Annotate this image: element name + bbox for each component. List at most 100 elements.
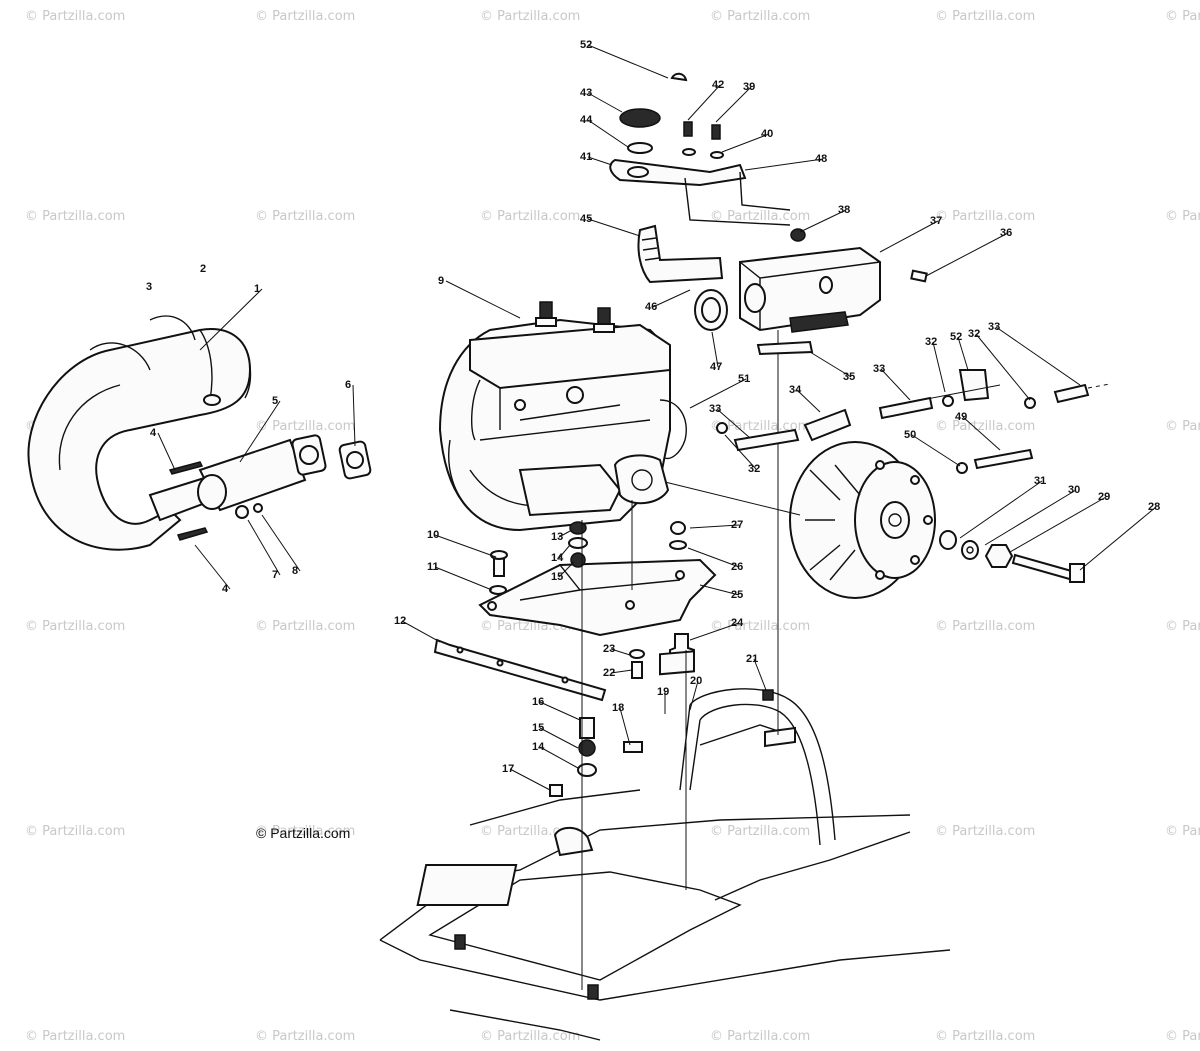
callout-leader-line [558, 529, 573, 538]
watermark-text: © Partzilla.com [1165, 619, 1200, 634]
callout-number-33: 33 [709, 403, 721, 415]
callout-leader-line [587, 92, 623, 113]
callout-leader-line [925, 232, 1009, 277]
callout-number-8: 8 [292, 565, 298, 577]
callout-leader-line [587, 218, 641, 237]
engine-block [438, 301, 687, 532]
callout-leader-line [401, 620, 441, 643]
watermark-text: © Partzilla.com [710, 419, 810, 434]
callout-leader-line [721, 133, 770, 153]
air-silencer [609, 72, 928, 356]
watermark-text: © Partzilla.com [710, 619, 810, 634]
callout-leader-line [995, 326, 1081, 386]
callout-number-25: 25 [731, 589, 743, 601]
callout-number-23: 23 [603, 643, 615, 655]
callout-number-28: 28 [1148, 501, 1160, 513]
callout-leader-line [699, 584, 740, 596]
callout-number-43: 43 [580, 87, 592, 99]
callout-number-7: 7 [272, 569, 278, 581]
callout-number-52: 52 [580, 39, 592, 51]
watermark-text: © Partzilla.com [480, 1029, 580, 1044]
callout-number-10: 10 [427, 529, 439, 541]
callout-number-24: 24 [731, 617, 744, 629]
callout-leader-line [687, 547, 740, 568]
callout-leader-line [199, 288, 263, 351]
callout-leader-line [744, 158, 824, 171]
callout-number-36: 36 [1000, 227, 1012, 239]
watermark-text: © Partzilla.com [710, 824, 810, 839]
callout-leader-line [962, 416, 1001, 451]
callout-number-15: 15 [532, 722, 544, 734]
callout-leader-line [724, 434, 757, 470]
callout-number-45: 45 [580, 213, 592, 225]
watermark-text: © Partzilla.com [710, 1029, 810, 1044]
callout-leader-line [879, 220, 939, 253]
watermark-text: © Partzilla.com [935, 9, 1035, 24]
callout-number-2: 2 [200, 263, 206, 275]
callout-number-20: 20 [690, 675, 702, 687]
callout-number-1: 1 [254, 283, 260, 295]
callout-leader-line [445, 280, 521, 319]
callout-leader-line [689, 622, 740, 641]
callout-number-12: 12 [394, 615, 406, 627]
callout-number-37: 37 [930, 215, 942, 227]
exhaust-muffler [27, 315, 372, 551]
callout-leader-line [587, 156, 613, 166]
callout-number-3: 3 [146, 281, 152, 293]
watermark-text: © Partzilla.com [25, 824, 125, 839]
callout-number-35: 35 [843, 371, 855, 383]
watermark-text: © Partzilla.com [25, 1029, 125, 1044]
callout-number-11: 11 [427, 561, 439, 573]
callout-number-6: 6 [345, 379, 351, 391]
callout-number-50: 50 [904, 429, 916, 441]
watermark-text: © Partzilla.com [1165, 1029, 1200, 1044]
callout-number-19: 19 [657, 686, 669, 698]
callout-leader-line [247, 519, 281, 576]
callout-leader-line [715, 86, 752, 123]
callout-number-47: 47 [710, 361, 722, 373]
chassis-tunnel [379, 789, 951, 1041]
callout-leader-line [911, 434, 961, 467]
callout-leader-line [539, 727, 579, 749]
callout-leader-line [753, 658, 767, 691]
watermark-text: © Partzilla.com [935, 209, 1035, 224]
callout-leader-line [957, 336, 969, 371]
watermark-text: © Partzilla.com [25, 209, 125, 224]
callout-leader-line [352, 384, 356, 447]
callout-number-32: 32 [748, 463, 760, 475]
callout-leader-line [587, 119, 629, 148]
callout-number-18: 18 [612, 702, 624, 714]
callout-number-40: 40 [761, 128, 773, 140]
callout-leader-line [1009, 496, 1107, 553]
callout-number-22: 22 [603, 667, 615, 679]
callout-number-16: 16 [532, 696, 544, 708]
callout-number-13: 13 [551, 531, 563, 543]
callout-leader-line [509, 768, 551, 791]
callout-leader-line [975, 333, 1031, 401]
callout-leader-line [610, 669, 633, 674]
callout-number-4: 4 [222, 583, 229, 595]
callout-number-14: 14 [551, 552, 564, 564]
callout-leader-line [959, 480, 1043, 539]
callout-leader-line [587, 44, 669, 79]
watermark-text: © Partzilla.com [1165, 209, 1200, 224]
callout-number-44: 44 [580, 114, 593, 126]
callout-leader-line [932, 341, 946, 393]
watermark-text: © Partzilla.com [255, 824, 355, 839]
callout-leaders [157, 44, 1157, 791]
watermark-text: © Partzilla.com [255, 209, 355, 224]
callout-leader-line [689, 378, 747, 409]
callout-leader-line [239, 400, 281, 463]
callout-number-34: 34 [789, 384, 802, 396]
callout-number-38: 38 [838, 204, 850, 216]
callout-leader-line [796, 389, 821, 413]
watermark-text: © Partzilla.com [935, 619, 1035, 634]
fuel-lines [716, 369, 1111, 474]
callout-number-39: 39 [743, 81, 755, 93]
callout-leader-line [434, 566, 493, 591]
callout-leader-line [610, 648, 631, 656]
callout-leader-line [652, 289, 691, 308]
callout-number-41: 41 [580, 151, 592, 163]
partzilla-credit: © Partzilla.com [256, 825, 350, 841]
